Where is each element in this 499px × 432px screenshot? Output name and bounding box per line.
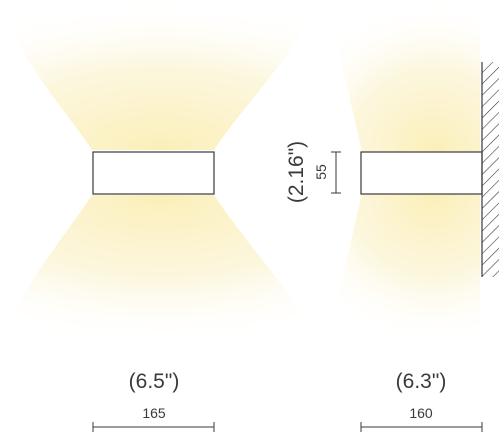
width-inches-label: (6.5") — [129, 370, 180, 393]
height-inches-label: (2.16") — [285, 141, 308, 203]
side-view-light-beams — [325, 0, 480, 345]
side-upper-light-beam — [325, 0, 480, 152]
width-dimension: (6.5") 165 — [92, 370, 215, 432]
side-lower-light-beam — [325, 193, 480, 345]
height-mm-label: 55 — [313, 164, 329, 180]
depth-mm-label: 160 — [409, 405, 433, 421]
front-upper-light-beam — [0, 0, 322, 150]
wall-hatching — [481, 62, 499, 277]
side-view-fixture — [360, 151, 483, 195]
front-lower-light-beam — [0, 195, 322, 345]
depth-dimension: (6.3") 160 — [360, 370, 483, 432]
front-view-light-beams — [0, 0, 322, 345]
depth-inches-label: (6.3") — [396, 370, 447, 393]
width-mm-label: 165 — [142, 405, 166, 421]
height-dimension: 55 (2.16") — [285, 141, 341, 203]
front-view-fixture — [92, 151, 215, 195]
